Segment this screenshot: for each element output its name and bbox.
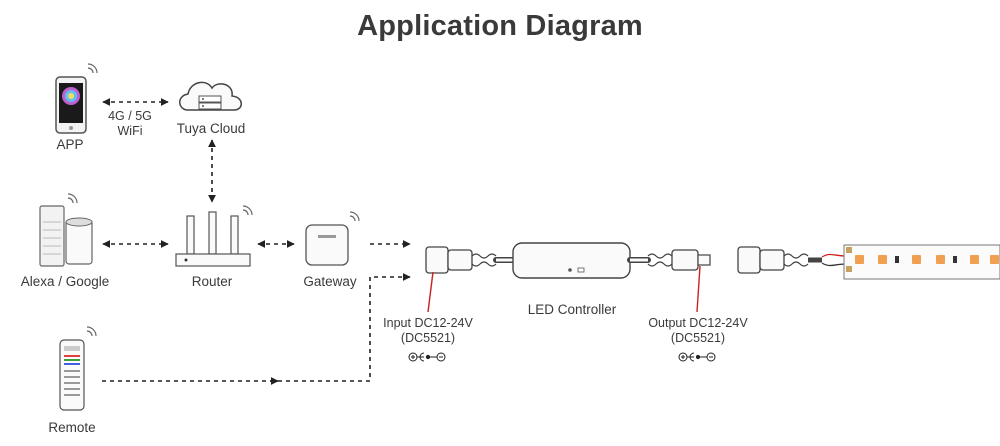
resistor: [953, 256, 957, 263]
network-label: 4G / 5G WiFi: [100, 109, 160, 139]
diagram-title: Application Diagram: [357, 10, 643, 42]
led-chip: [912, 255, 921, 264]
cloud-icon: [179, 81, 242, 111]
output-connector: [647, 249, 711, 271]
smart-speaker-icon: [39, 205, 93, 267]
strip-connector: [737, 246, 822, 274]
remote-control-icon: [59, 339, 85, 411]
remote-label: Remote: [48, 420, 96, 435]
input-pointer: [427, 271, 434, 313]
led-chip: [990, 255, 999, 264]
output-pointer: [696, 265, 701, 313]
router-label: Router: [191, 274, 233, 289]
output-spec-line2: (DC5521): [670, 331, 726, 345]
wifi-icon: [86, 326, 97, 337]
input-connector: [425, 246, 497, 274]
input-spec-label: Input DC12-24V (DC5521): [368, 316, 488, 346]
phone-icon: [55, 76, 87, 134]
led-controller-box: [512, 242, 631, 279]
wifi-icon: [242, 205, 253, 216]
strip-wire-black: [821, 262, 847, 267]
tuya-cloud-label: Tuya Cloud: [176, 121, 246, 136]
output-polarity-icon: [678, 352, 716, 362]
alexa-google-label: Alexa / Google: [20, 274, 110, 289]
wifi-icon: [87, 63, 98, 74]
gateway-label: Gateway: [303, 274, 357, 289]
network-label-line1: 4G / 5G: [108, 109, 152, 123]
wifi-icon: [67, 193, 78, 204]
strip-wire-red: [821, 253, 847, 258]
output-spec-line1: Output DC12-24V: [648, 316, 748, 330]
input-polarity-icon: [408, 352, 446, 362]
gateway-icon: [305, 224, 349, 266]
led-chip: [970, 255, 979, 264]
led-controller-label: LED Controller: [527, 302, 617, 317]
led-chip: [878, 255, 887, 264]
network-label-line2: WiFi: [117, 124, 143, 138]
connection-lines: [102, 98, 411, 385]
router-icon: [175, 211, 251, 267]
input-spec-line1: Input DC12-24V: [383, 316, 473, 330]
led-chip: [855, 255, 864, 264]
led-chip: [936, 255, 945, 264]
led-strip: [843, 244, 1000, 280]
app-label: APP: [56, 137, 84, 152]
remote-controller-link: [102, 273, 411, 382]
wifi-icon: [349, 211, 360, 222]
output-spec-label: Output DC12-24V (DC5521): [634, 316, 762, 346]
resistor: [895, 256, 899, 263]
input-spec-line2: (DC5521): [400, 331, 456, 345]
